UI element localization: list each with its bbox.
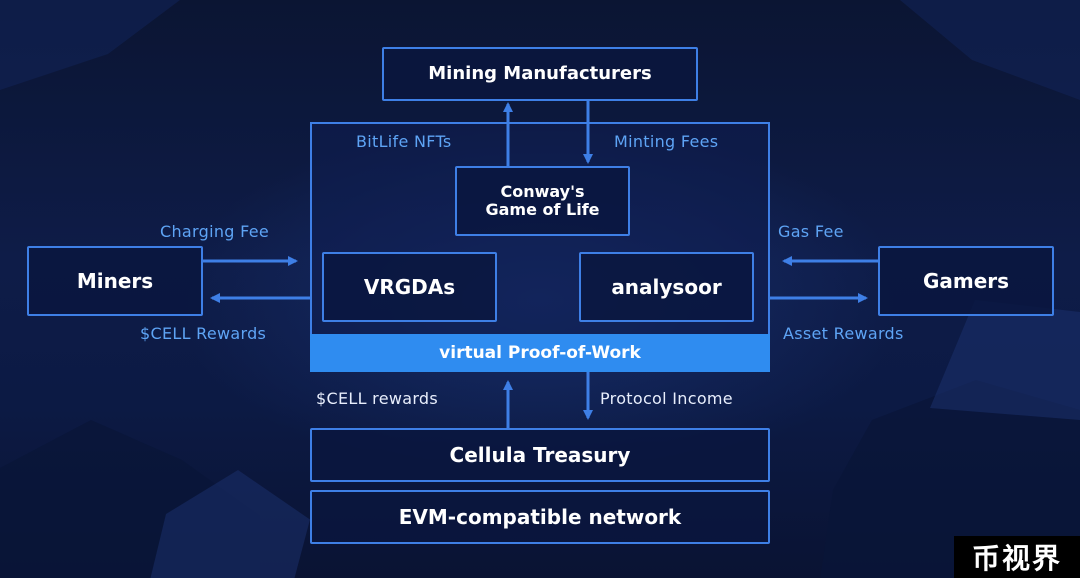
node-label: Miners xyxy=(76,268,154,293)
node-evm-network: EVM-compatible network xyxy=(310,490,770,544)
edge-label-asset-rewards: Asset Rewards xyxy=(783,324,904,343)
node-label: VRGDAs xyxy=(363,274,456,299)
node-label: virtual Proof-of-Work xyxy=(439,343,641,363)
node-miners: Miners xyxy=(27,246,203,316)
node-cellula-treasury: Cellula Treasury xyxy=(310,428,770,482)
edge-label-gas-fee: Gas Fee xyxy=(778,222,844,241)
node-label: analysoor xyxy=(611,274,722,299)
node-label: Gamers xyxy=(922,268,1010,293)
node-label: Conway's Game of Life xyxy=(485,181,600,219)
edge-label-protocol-income: Protocol Income xyxy=(600,389,733,408)
node-label: EVM-compatible network xyxy=(398,504,682,529)
node-mining-manufacturers: Mining Manufacturers xyxy=(382,47,698,101)
watermark-logo: 币视界 xyxy=(954,536,1080,578)
node-conway-game-of-life: Conway's Game of Life xyxy=(455,166,630,236)
core-protocol-frame xyxy=(310,122,770,372)
node-gamers: Gamers xyxy=(878,246,1054,316)
node-label: Mining Manufacturers xyxy=(428,62,652,84)
edge-label-minting-fees: Minting Fees xyxy=(614,132,719,151)
edge-label-charging-fee: Charging Fee xyxy=(160,222,270,241)
bg-rock xyxy=(900,0,1080,100)
bg-rock xyxy=(0,0,180,90)
node-virtual-proof-of-work: virtual Proof-of-Work xyxy=(310,334,770,372)
edge-label-cell-rewards-bottom: $CELL rewards xyxy=(316,389,439,408)
edge-label-bitlife-nfts: BitLife NFTs xyxy=(356,132,452,151)
node-label: Cellula Treasury xyxy=(449,442,631,467)
edge-label-cell-rewards-left: $CELL Rewards xyxy=(140,324,267,343)
bg-rock xyxy=(930,300,1080,420)
node-vrgdas: VRGDAs xyxy=(322,252,497,322)
watermark-text: 币视界 xyxy=(971,542,1062,575)
node-analysoor: analysoor xyxy=(579,252,754,322)
